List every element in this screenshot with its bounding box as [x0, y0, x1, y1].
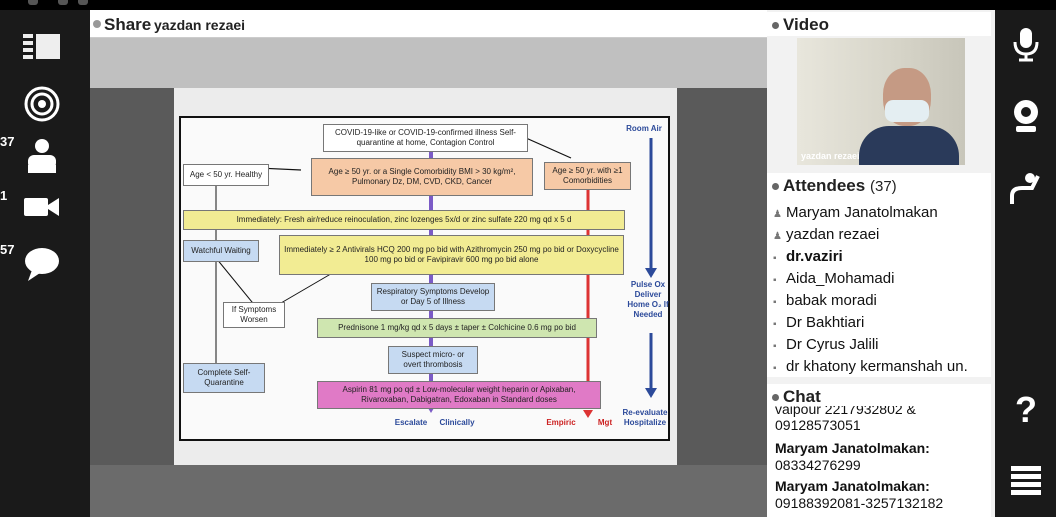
microphone-icon[interactable] — [1008, 26, 1044, 62]
antivirals-box: Immediately ≥ 2 Antivirals HCQ 200 mg po… — [279, 235, 624, 275]
attendees-title: Attendees — [783, 176, 866, 195]
attendee-item[interactable]: ▪ Dr Bakhtiari — [773, 314, 864, 331]
user-icon: ▪ — [773, 296, 777, 308]
attendee-name: Maryam Janatolmakan — [786, 204, 938, 221]
share-margin — [90, 465, 767, 517]
thrombosis-box: Suspect micro- or overt thrombosis — [388, 346, 478, 374]
attendees-header: Attendees (37) — [767, 173, 991, 197]
clinically-label: Clinically — [439, 418, 475, 427]
target-icon[interactable] — [22, 84, 62, 124]
user-icon: ▪ — [773, 340, 777, 352]
video-feed[interactable]: yazdan rezaei — [797, 38, 965, 165]
webcam-icon[interactable] — [1008, 98, 1044, 134]
attendee-name: yazdan rezaei — [786, 226, 880, 243]
attendee-name: babak moradi — [786, 292, 877, 309]
user-icon: ▪ — [773, 318, 777, 330]
status-bar — [0, 0, 1056, 10]
attendee-item[interactable]: ▪ Dr Cyrus Jalili — [773, 336, 879, 353]
reevaluate-label: Re-evaluate Hospitalize — [622, 408, 668, 427]
badge-count: 57 — [0, 242, 15, 257]
prednisone-box: Prednisone 1 mg/kg qd x 5 days ± taper ±… — [317, 318, 597, 338]
chat-sender: Maryam Janatolmakan: — [775, 440, 930, 456]
treatment-flowchart: COVID-19-like or COVID-19-confirmed illn… — [179, 116, 670, 441]
chat-text: vaipour 2217932802 & — [775, 406, 916, 417]
attendee-item[interactable]: ▪ babak moradi — [773, 292, 877, 309]
menu-icon[interactable] — [1008, 462, 1044, 498]
empiric-label: Empiric — [546, 418, 576, 427]
attendee-name: dr.vaziri — [786, 248, 843, 265]
chat-status-icon — [772, 394, 779, 401]
complete-quarantine-box: Complete Self-Quarantine — [183, 363, 265, 393]
shared-slide: COVID-19-like or COVID-19-confirmed illn… — [174, 88, 677, 465]
attendee-item[interactable]: ♟ yazdan rezaei — [773, 226, 879, 243]
presenter-name: yazdan rezaei — [154, 17, 246, 33]
share-title: Share — [104, 15, 152, 34]
user-icon: ▪ — [773, 362, 777, 374]
video-status-icon — [772, 22, 779, 29]
watchful-waiting-box: Watchful Waiting — [183, 240, 259, 262]
mgt-label: Mgt — [597, 418, 613, 427]
attendees-count: (37) — [870, 178, 897, 195]
video-name-tag: yazdan rezaei — [801, 151, 860, 161]
layout-icon[interactable] — [22, 32, 62, 72]
chat-title: Chat — [783, 387, 821, 406]
attendee-name: Dr Cyrus Jalili — [786, 336, 879, 353]
attendees-icon — [772, 183, 779, 190]
share-status-icon — [93, 20, 101, 28]
multi-comorbidity-box: Age ≥ 50 yr. with ≥1 Comorbidities — [544, 162, 631, 190]
attendee-item[interactable]: ▪ Aida_Mohamadi — [773, 270, 894, 287]
pulse-ox-label: Pulse Ox Deliver Home O₂ If Needed — [627, 280, 669, 319]
camera-icon[interactable] — [22, 192, 62, 232]
user-icon: ▪ — [773, 274, 777, 286]
immediately-box: Immediately: Fresh air/reduce reinoculat… — [183, 210, 625, 230]
attendee-name: Aida_Mohamadi — [786, 270, 895, 287]
chat-text: 09128573051 — [775, 417, 861, 433]
attendee-item[interactable]: ♟ Maryam Janatolmakan — [773, 204, 938, 221]
chat-header: Chat — [767, 384, 991, 408]
raise-hand-icon[interactable] — [1008, 170, 1044, 206]
right-toolbar: ? — [995, 10, 1056, 517]
healthy-box: Age < 50 yr. Healthy — [183, 164, 269, 186]
aspirin-box: Aspirin 81 mg po qd ± Low-molecular weig… — [317, 381, 601, 409]
attendee-item[interactable]: ▪ dr.vaziri — [773, 248, 843, 265]
attendee-name: Dr Bakhtiari — [786, 314, 865, 331]
attendees-list: ♟ Maryam Janatolmakan ♟ yazdan rezaei ▪ dr.… — [767, 195, 991, 377]
if-worsen-box: If Symptoms Worsen — [223, 302, 285, 328]
flow-start-box: COVID-19-like or COVID-19-confirmed illn… — [323, 124, 528, 152]
status-icon — [78, 0, 88, 5]
person-body — [859, 126, 959, 165]
comorbidity-box: Age ≥ 50 yr. or a Single Comorbidity BMI… — [311, 158, 533, 196]
attendee-name: dr khatony kermanshah un. — [786, 358, 968, 375]
respiratory-box: Respiratory Symptoms Develop or Day 5 of… — [371, 283, 495, 311]
left-toolbar: 37 1 57 — [0, 10, 90, 517]
chat-text: 08334276299 — [775, 457, 861, 473]
badge-count: 1 — [0, 188, 8, 203]
attendee-item[interactable]: ▪ dr khatony kermanshah un. — [773, 358, 968, 375]
video-title: Video — [783, 15, 829, 34]
escalate-label: Escalate — [394, 418, 428, 427]
chat-messages[interactable]: vaipour 2217932802 & 09128573051 Maryam … — [767, 406, 991, 517]
video-header: Video — [767, 12, 991, 36]
participants-icon[interactable] — [22, 136, 62, 176]
chat-sender: Maryam Janatolmakan: — [775, 478, 930, 494]
right-panel: Video yazdan rezaei Attendees (37) ♟ Mary… — [767, 10, 995, 517]
share-margin — [90, 38, 767, 88]
room-air-label: Room Air — [626, 124, 662, 133]
help-icon[interactable]: ? — [1015, 389, 1037, 430]
face-mask — [885, 100, 929, 122]
host-icon: ♟ — [773, 230, 782, 242]
chat-text: 09188392081-3257132182 — [775, 495, 944, 511]
status-icon — [58, 0, 68, 5]
share-header: Share yazdan rezaei — [90, 10, 767, 38]
status-icon — [28, 0, 38, 5]
host-icon: ♟ — [773, 208, 782, 220]
chat-bubble-icon[interactable] — [22, 244, 62, 284]
share-panel: Share yazdan rezaei COVID-19-like or COV… — [90, 10, 767, 517]
badge-count: 37 — [0, 134, 15, 149]
user-icon: ▪ — [773, 252, 777, 264]
